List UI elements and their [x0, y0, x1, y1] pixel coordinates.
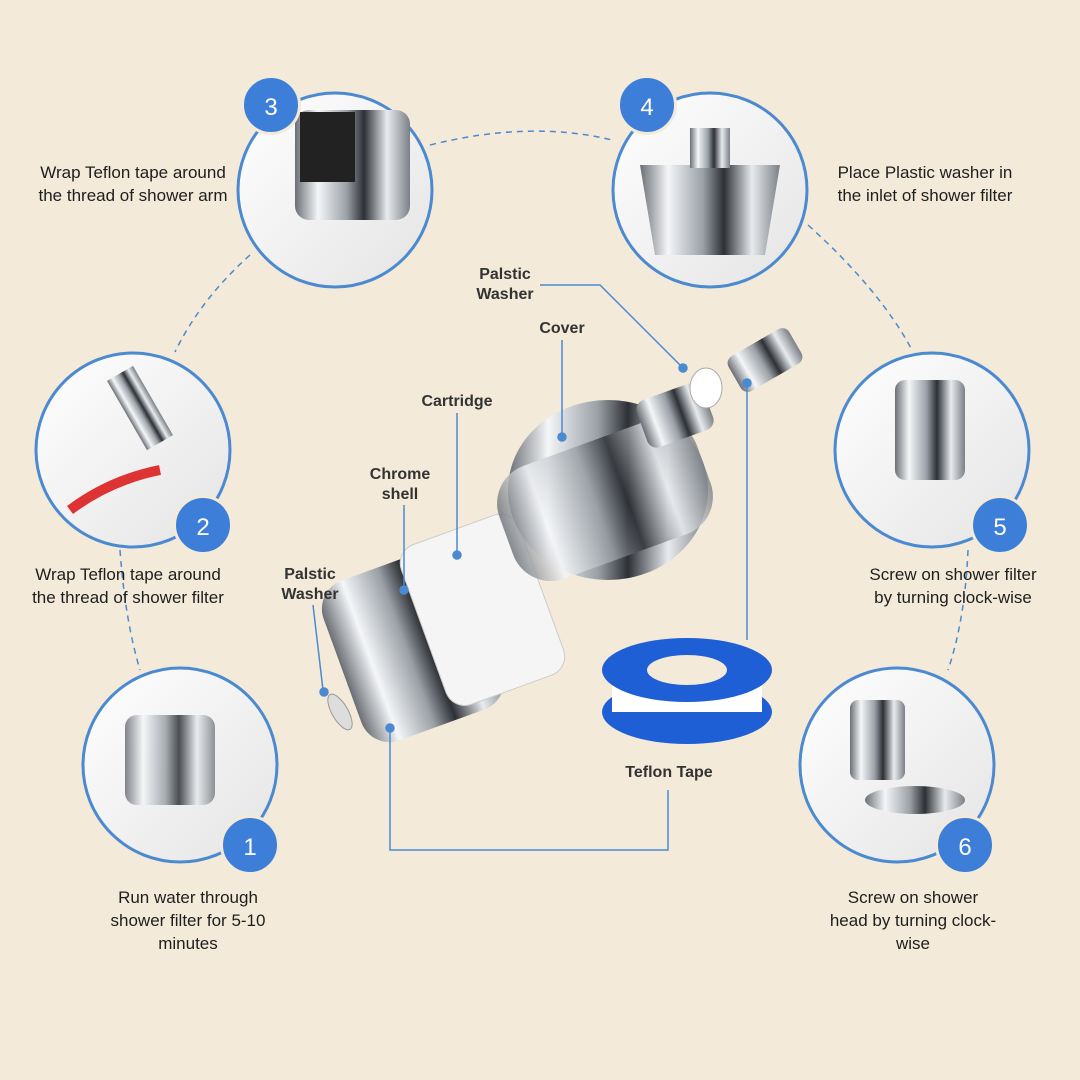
label-plastic-washer-top: Palstic Washer — [476, 266, 534, 303]
step-6-badge: 6 — [935, 815, 995, 875]
step-3-badge: 3 — [241, 75, 301, 135]
step-1-caption: Run water through shower filter for 5-10… — [110, 888, 266, 953]
step-1-badge: 1 — [220, 815, 280, 875]
label-teflon-tape: Teflon Tape — [625, 764, 713, 781]
leader-lines — [312, 284, 752, 851]
teflon-tape-roll — [602, 638, 772, 744]
label-chrome-shell: Chrome shell — [369, 466, 431, 503]
label-plastic-washer-bottom: Palstic Washer — [281, 566, 339, 603]
step-2-badge: 2 — [173, 495, 233, 555]
label-cover: Cover — [539, 320, 585, 337]
step-photo-contents — [67, 110, 965, 814]
step-5-caption: Screw on shower filter by turning clock-… — [869, 565, 1037, 607]
step-2-caption: Wrap Teflon tape around the thread of sh… — [32, 565, 224, 607]
step-3-caption: Wrap Teflon tape around the thread of sh… — [38, 163, 228, 205]
step-4-caption: Place Plastic washer in the inlet of sho… — [837, 163, 1013, 205]
dashed-connector — [119, 130, 969, 671]
step-6-caption: Screw on shower head by turning clock-wi… — [829, 888, 997, 953]
filter-illustration — [321, 328, 803, 744]
step-5-badge: 5 — [970, 495, 1030, 555]
step-4-badge: 4 — [617, 75, 677, 135]
label-cartridge: Cartridge — [421, 393, 493, 410]
